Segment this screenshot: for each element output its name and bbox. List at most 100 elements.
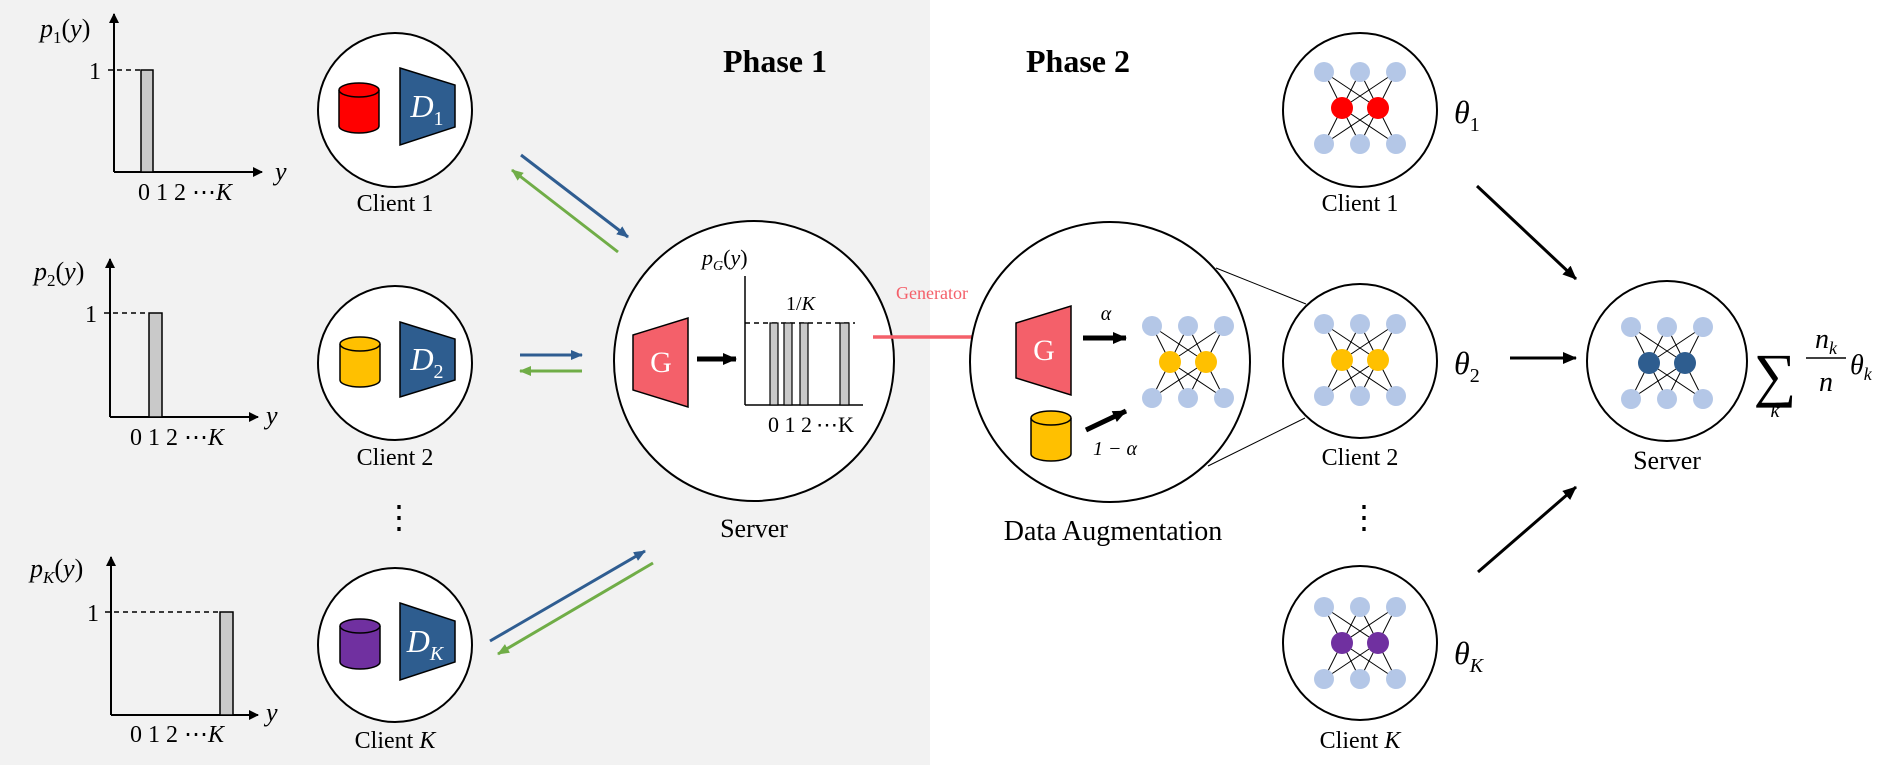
y-axis-label: p	[32, 257, 47, 286]
x-tick-labels: 0 1 2⋯K	[130, 425, 226, 451]
generator-letter: G	[1033, 334, 1055, 367]
discriminator-icon	[399, 320, 456, 399]
svg-text:D2: D2	[409, 341, 443, 383]
sum-symbol: ∑	[1754, 342, 1797, 408]
discriminator-icon	[399, 601, 456, 682]
aggregated-parameters: θk	[1850, 350, 1873, 384]
network-hidden-node	[1367, 97, 1389, 119]
network-node	[1657, 389, 1677, 409]
server-x-ticks: 0 1 2⋯K	[768, 412, 854, 437]
network-hidden-node	[1159, 351, 1181, 373]
network-icon	[1142, 316, 1234, 408]
client-label: Client 2	[357, 445, 434, 471]
client-parameters: θ2	[1454, 345, 1480, 387]
network-node	[1621, 389, 1641, 409]
phase1-client-k: DK Client K	[317, 567, 473, 754]
zoom-line	[1207, 417, 1306, 467]
network-icon	[1314, 597, 1406, 689]
client-k-label-distribution: pK(y) 1 y 0 1 2⋯K	[28, 554, 278, 748]
distribution-bar	[783, 322, 793, 406]
phase2-title: Phase 2	[1026, 43, 1130, 79]
client-label: Client 1	[357, 191, 434, 217]
x-tick-labels: 0 1 2⋯K	[130, 722, 226, 748]
x-axis-label: y	[263, 401, 278, 430]
server-label: Server	[1633, 446, 1701, 475]
network-node	[1350, 669, 1370, 689]
network-node	[1142, 316, 1162, 336]
network-node	[1214, 388, 1234, 408]
generator-icon	[1015, 304, 1072, 397]
network-node	[1178, 316, 1198, 336]
y-axis-label: p	[28, 554, 43, 583]
generator-icon	[632, 316, 689, 409]
network-hidden-node	[1331, 349, 1353, 371]
phase1-client-1: D1 Client 1	[317, 32, 473, 217]
network-hidden-node	[1331, 632, 1353, 654]
phase1-title: Phase 1	[723, 43, 827, 79]
network-node	[1350, 314, 1370, 334]
network-node	[1350, 134, 1370, 154]
network-node	[1314, 597, 1334, 617]
network-node	[1386, 134, 1406, 154]
phase2-server: Server	[1586, 280, 1748, 475]
vertical-ellipsis: ⋮	[1348, 499, 1380, 535]
svg-text:p2(y): p2(y)	[32, 257, 84, 290]
fraction-numerator: nk	[1815, 324, 1838, 358]
database-icon	[1030, 410, 1072, 462]
phase2-client-k: Client K θK	[1282, 565, 1485, 754]
network-icon	[1621, 317, 1713, 409]
network-node	[1350, 597, 1370, 617]
aggregation-formula: ∑ k nk n θk	[1754, 324, 1873, 422]
uniform-level-label: 1/K	[786, 293, 817, 315]
network-node	[1693, 389, 1713, 409]
phase1-client-2: D2 Client 2	[317, 285, 473, 471]
network-hidden-node	[1367, 632, 1389, 654]
network-hidden-node	[1674, 352, 1696, 374]
one-minus-alpha-label: 1 − α	[1093, 438, 1137, 460]
server-distribution-label: pG(y)	[700, 245, 748, 274]
client-label: Client 1	[1322, 191, 1399, 217]
database-icon	[338, 82, 380, 134]
phase1-server: G pG(y) 1/K 0 1 2⋯K Server	[613, 220, 895, 543]
network-icon	[1314, 314, 1406, 406]
tick-one: 1	[89, 59, 101, 85]
network-node	[1142, 388, 1162, 408]
network-node	[1693, 317, 1713, 337]
network-hidden-node	[1331, 97, 1353, 119]
generator-arrow-label: Generator	[896, 283, 968, 303]
histogram-bar	[148, 312, 163, 418]
phase2-client-2: Client 2 θ2	[1282, 283, 1480, 471]
svg-text:p1(y): p1(y)	[38, 14, 90, 47]
y-axis-label: p	[38, 14, 53, 43]
network-hidden-node	[1195, 351, 1217, 373]
svg-text:D1: D1	[409, 88, 443, 130]
fraction-denominator: n	[1819, 367, 1833, 398]
distribution-bar	[799, 322, 809, 406]
network-node	[1214, 316, 1234, 336]
histogram-bar	[219, 611, 234, 716]
network-node	[1350, 62, 1370, 82]
x-tick-labels: 0 1 2⋯K	[138, 180, 234, 206]
network-node	[1386, 314, 1406, 334]
x-axis-label: y	[272, 157, 287, 186]
distribution-bar	[769, 322, 779, 406]
x-axis-label: y	[263, 698, 278, 727]
sum-index: k	[1771, 400, 1781, 422]
network-node	[1314, 386, 1334, 406]
network-node	[1621, 317, 1641, 337]
client-label: Client K	[355, 728, 438, 754]
vertical-ellipsis: ⋮	[383, 499, 415, 535]
client-1-label-distribution: p1(y) 1 y 0 1 2⋯K	[38, 13, 287, 206]
generator-letter: G	[650, 346, 672, 379]
network-node	[1314, 314, 1334, 334]
histogram-bar	[140, 69, 154, 173]
tick-one: 1	[87, 601, 99, 627]
network-node	[1386, 62, 1406, 82]
network-hidden-node	[1367, 349, 1389, 371]
data-augmentation: G α 1 − α Data Augmentation	[969, 221, 1251, 547]
svg-text:DK: DK	[406, 623, 445, 665]
zoom-line	[1215, 267, 1307, 305]
client-parameters: θ1	[1454, 94, 1480, 136]
network-node	[1314, 669, 1334, 689]
